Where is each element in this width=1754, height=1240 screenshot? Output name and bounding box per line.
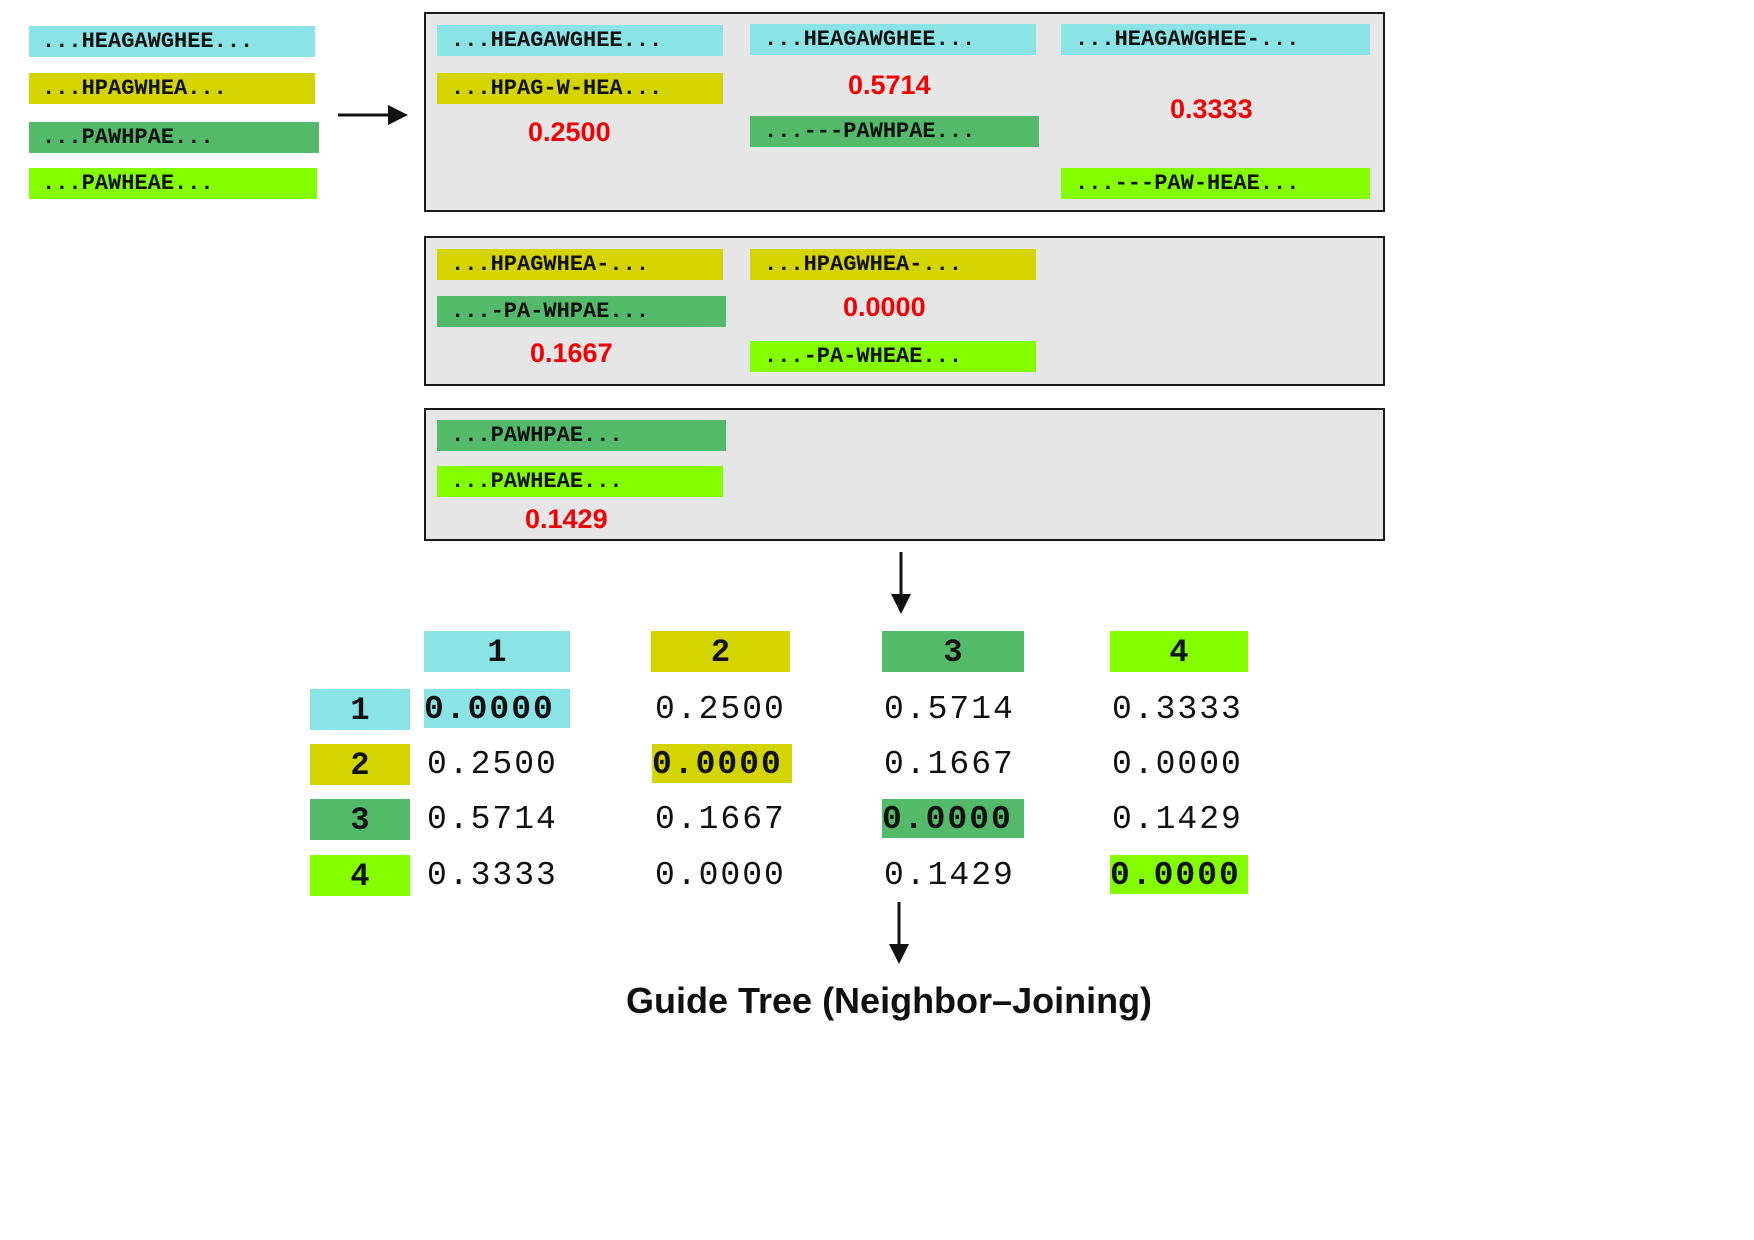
- matrix-cell-4-3: 0.1429: [884, 857, 1015, 894]
- alignment-1-2-bottom: ...HPAG-W-HEA...: [437, 73, 723, 104]
- alignment-3-4-top: ...PAWHPAE...: [437, 420, 726, 451]
- alignment-1-2-top: ...HEAGAWGHEE...: [437, 25, 723, 56]
- input-sequence-4: ...PAWHEAE...: [29, 168, 317, 199]
- matrix-row-header-1: 1: [310, 689, 410, 730]
- score-1-2: 0.2500: [528, 117, 611, 147]
- alignment-1-3-bottom: ...---PAWHPAE...: [750, 116, 1039, 147]
- input-sequence-1: ...HEAGAWGHEE...: [29, 26, 315, 57]
- matrix-cell-1-2: 0.2500: [655, 691, 786, 728]
- score-3-4: 0.1429: [525, 504, 608, 534]
- input-sequence-3: ...PAWHPAE...: [29, 122, 319, 153]
- matrix-cell-2-3: 0.1667: [884, 746, 1015, 783]
- matrix-row-header-2: 2: [310, 744, 410, 785]
- matrix-cell-1-4: 0.3333: [1112, 691, 1243, 728]
- alignment-1-4-top: ...HEAGAWGHEE-...: [1061, 24, 1370, 55]
- matrix-cell-4-4: 0.0000: [1110, 855, 1248, 894]
- matrix-cell-3-3: 0.0000: [882, 799, 1024, 838]
- alignment-2-3-top: ...HPAGWHEA-...: [437, 249, 723, 280]
- matrix-col-header-2: 2: [651, 631, 790, 672]
- matrix-cell-1-1: 0.0000: [424, 689, 570, 728]
- matrix-cell-2-1: 0.2500: [427, 746, 558, 783]
- arrow-right-icon: [338, 105, 408, 125]
- matrix-cell-3-4: 0.1429: [1112, 801, 1243, 838]
- matrix-cell-3-1: 0.5714: [427, 801, 558, 838]
- matrix-cell-2-2: 0.0000: [652, 744, 792, 783]
- alignment-3-4-bottom: ...PAWHEAE...: [437, 466, 723, 497]
- matrix-row-header-3: 3: [310, 799, 410, 840]
- alignment-1-3-top: ...HEAGAWGHEE...: [750, 24, 1036, 55]
- guide-tree-caption: Guide Tree (Neighbor–Joining): [626, 980, 1153, 1021]
- matrix-col-header-1: 1: [424, 631, 570, 672]
- matrix-row-header-4: 4: [310, 855, 410, 896]
- arrow-down-icon: [891, 552, 911, 614]
- alignment-2-4-top: ...HPAGWHEA-...: [750, 249, 1036, 280]
- matrix-col-header-4: 4: [1110, 631, 1248, 672]
- matrix-col-header-3: 3: [882, 631, 1024, 672]
- matrix-cell-3-2: 0.1667: [655, 801, 786, 838]
- alignment-2-3-bottom: ...-PA-WHPAE...: [437, 296, 726, 327]
- score-2-4: 0.0000: [843, 292, 926, 322]
- score-2-3: 0.1667: [530, 338, 613, 368]
- alignment-1-4-bottom: ...---PAW-HEAE...: [1061, 168, 1370, 199]
- score-1-3: 0.5714: [848, 70, 931, 100]
- matrix-cell-4-2: 0.0000: [655, 857, 786, 894]
- matrix-cell-1-3: 0.5714: [884, 691, 1015, 728]
- score-1-4: 0.3333: [1170, 94, 1253, 124]
- matrix-cell-4-1: 0.3333: [427, 857, 558, 894]
- arrow-down-icon: [889, 902, 909, 964]
- input-sequence-2: ...HPAGWHEA...: [29, 73, 315, 104]
- matrix-cell-2-4: 0.0000: [1112, 746, 1243, 783]
- alignment-2-4-bottom: ...-PA-WHEAE...: [750, 341, 1036, 372]
